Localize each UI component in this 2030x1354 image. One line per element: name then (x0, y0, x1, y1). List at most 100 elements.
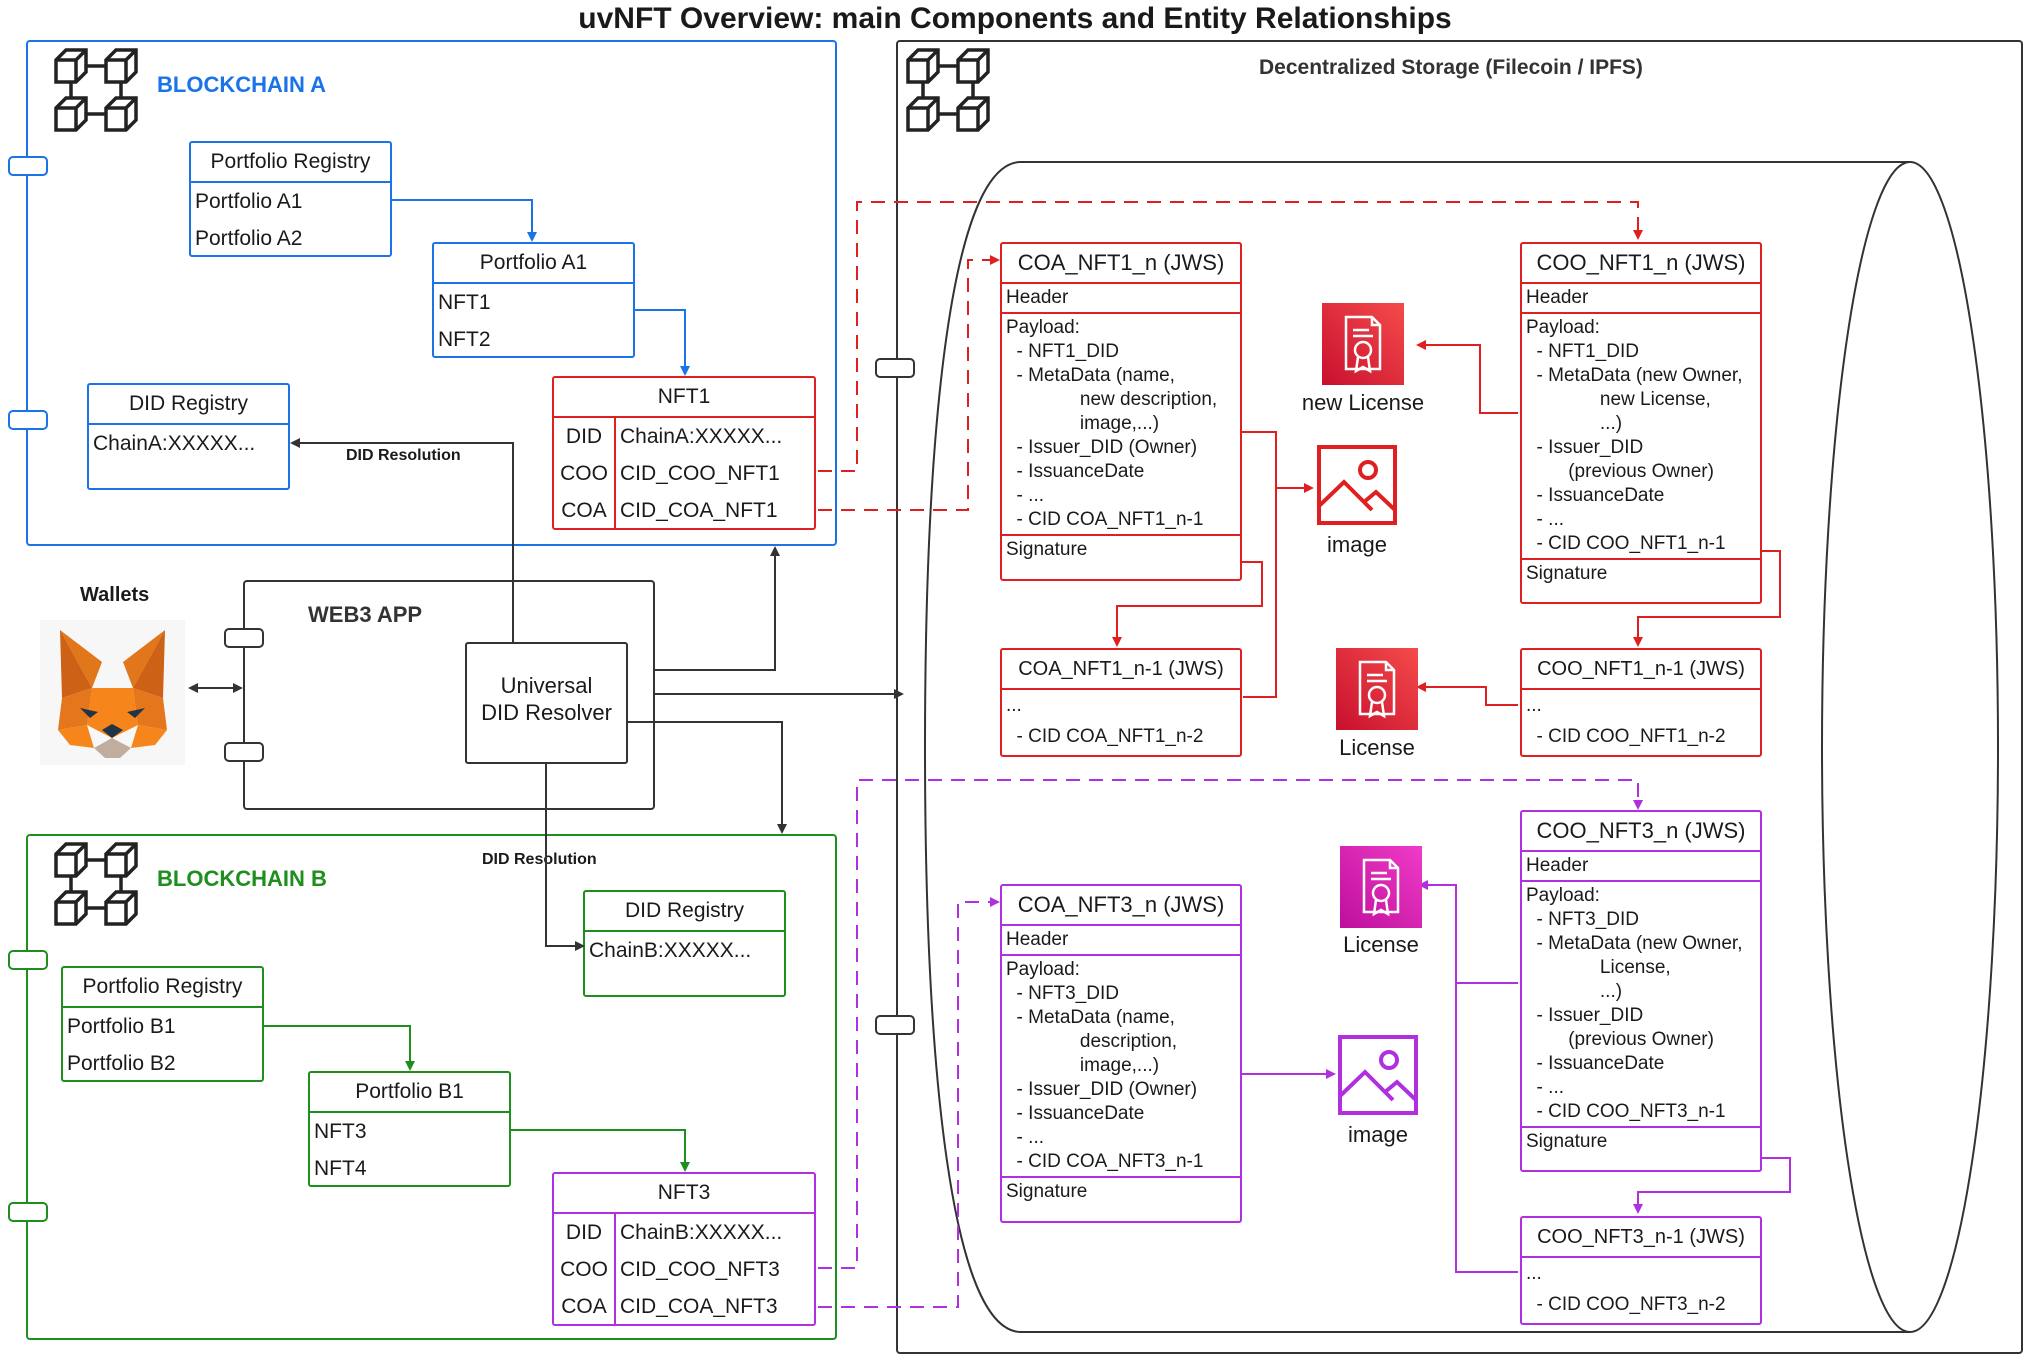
did-resolution-label-top: DID Resolution (346, 447, 461, 464)
list-item: ChainA:XXXXX... (93, 432, 256, 455)
coo-nft3-n1-title: COO_NFT3_n-1 (JWS) (1522, 1218, 1760, 1258)
jws-signature: Signature (1006, 539, 1088, 560)
jws-ellipsis: ... (1526, 695, 1542, 716)
coa-nft1-n-box: COA_NFT1_n (JWS) Header Payload: - NFT1_… (1000, 242, 1242, 581)
web3-app-frame (243, 580, 655, 810)
nft1-title: NFT1 (554, 378, 814, 418)
portfolio-registry-a: Portfolio Registry Portfolio A1 Portfoli… (189, 141, 392, 257)
list-item: NFT1 (438, 291, 491, 314)
coa-nft3-n-title: COA_NFT3_n (JWS) (1002, 886, 1240, 926)
portfolio-a1-title: Portfolio A1 (434, 244, 633, 284)
did-registry-a-title: DID Registry (89, 385, 288, 425)
blockchain-cubes-icon (906, 48, 990, 132)
jws-header: Header (1002, 926, 1240, 956)
license-caption: License (1343, 932, 1419, 957)
frame-connector-tab (8, 1202, 48, 1222)
jws-signature: Signature (1526, 1131, 1608, 1152)
resolver-line-1: Universal (500, 673, 593, 698)
wallets-label: Wallets (80, 584, 150, 606)
coo-nft1-n-title: COO_NFT1_n (JWS) (1522, 244, 1760, 284)
frame-connector-tab (875, 1015, 915, 1035)
jws-payload: Payload: - NFT3_DID - MetaData (name, de… (1002, 956, 1240, 1178)
blockchain-b-label: BLOCKCHAIN B (157, 866, 327, 891)
list-item: NFT2 (438, 328, 491, 351)
diagram-title: uvNFT Overview: main Components and Enti… (578, 2, 1452, 35)
image-caption: image (1327, 532, 1387, 557)
image-icon (1317, 445, 1397, 525)
image-icon (1338, 1035, 1418, 1115)
storage-cylinder (923, 161, 1999, 1333)
frame-connector-tab (875, 358, 915, 378)
coo-nft1-n-box: COO_NFT1_n (JWS) Header Payload: - NFT1_… (1520, 242, 1762, 604)
did-registry-b-title: DID Registry (585, 892, 784, 932)
blockchain-cubes-icon (54, 842, 138, 926)
list-item: ChainB:XXXXX... (589, 939, 752, 962)
jws-cid: - CID COA_NFT1_n-2 (1006, 725, 1204, 747)
did-resolution-label-bottom: DID Resolution (482, 851, 597, 868)
universal-did-resolver: Universal DID Resolver (465, 642, 628, 764)
jws-ellipsis: ... (1006, 695, 1022, 716)
jws-header: Header (1002, 284, 1240, 314)
image-caption: image (1348, 1122, 1408, 1147)
license-caption: License (1339, 735, 1415, 760)
frame-connector-tab (224, 628, 264, 648)
list-item: NFT4 (314, 1157, 367, 1180)
list-item: Portfolio A1 (195, 190, 303, 213)
blockchain-cubes-icon (54, 48, 138, 132)
jws-header: Header (1522, 284, 1760, 314)
did-registry-a: DID Registry ChainA:XXXXX... (87, 383, 290, 490)
coa-nft1-n1-box: COA_NFT1_n-1 (JWS) ... - CID COA_NFT1_n-… (1000, 648, 1242, 757)
license-certificate-icon (1336, 648, 1418, 730)
portfolio-registry-a-title: Portfolio Registry (191, 143, 390, 183)
license-certificate-icon (1340, 846, 1422, 928)
jws-payload: Payload: - NFT3_DID - MetaData (new Owne… (1522, 882, 1760, 1128)
jws-payload: Payload: - NFT1_DID - MetaData (new Owne… (1522, 314, 1760, 560)
portfolio-a1: Portfolio A1 NFT1 NFT2 (432, 242, 635, 358)
jws-header: Header (1522, 852, 1760, 882)
license-certificate-icon (1322, 303, 1404, 385)
coo-nft3-n1-box: COO_NFT3_n-1 (JWS) ... - CID COO_NFT3_n-… (1520, 1216, 1762, 1325)
new-license-caption: new License (1301, 390, 1425, 415)
jws-cid: - CID COO_NFT3_n-2 (1526, 1293, 1726, 1315)
blockchain-b-frame (26, 834, 837, 1340)
jws-cid: - CID COO_NFT1_n-2 (1526, 725, 1726, 747)
resolver-line-2: DID Resolver (481, 700, 612, 725)
nft3-title: NFT3 (554, 1174, 814, 1214)
coo-nft3-n-box: COO_NFT3_n (JWS) Header Payload: - NFT3_… (1520, 810, 1762, 1172)
jws-ellipsis: ... (1526, 1263, 1542, 1284)
portfolio-registry-b: Portfolio Registry Portfolio B1 Portfoli… (61, 966, 264, 1082)
coo-nft3-n-title: COO_NFT3_n (JWS) (1522, 812, 1760, 852)
list-item: Portfolio A2 (195, 227, 303, 250)
coa-nft1-n1-title: COA_NFT1_n-1 (JWS) (1002, 650, 1240, 690)
frame-connector-tab (8, 410, 48, 430)
coo-nft1-n1-title: COO_NFT1_n-1 (JWS) (1522, 650, 1760, 690)
coa-nft3-n-box: COA_NFT3_n (JWS) Header Payload: - NFT3_… (1000, 884, 1242, 1223)
storage-label: Decentralized Storage (Filecoin / IPFS) (1259, 56, 1643, 79)
coa-nft1-n-title: COA_NFT1_n (JWS) (1002, 244, 1240, 284)
blockchain-a-frame (26, 40, 837, 546)
portfolio-b1-title: Portfolio B1 (310, 1073, 509, 1113)
list-item: Portfolio B2 (67, 1052, 176, 1075)
portfolio-b1: Portfolio B1 NFT3 NFT4 (308, 1071, 511, 1187)
jws-payload: Payload: - NFT1_DID - MetaData (name, ne… (1002, 314, 1240, 536)
metamask-fox-icon (40, 620, 185, 765)
jws-signature: Signature (1006, 1181, 1088, 1202)
list-item: NFT3 (314, 1120, 367, 1143)
web3-app-label: WEB3 APP (308, 602, 423, 627)
did-registry-b: DID Registry ChainB:XXXXX... (583, 890, 786, 997)
frame-connector-tab (224, 742, 264, 762)
frame-connector-tab (8, 156, 48, 176)
coo-nft1-n1-box: COO_NFT1_n-1 (JWS) ... - CID COO_NFT1_n-… (1520, 648, 1762, 757)
frame-connector-tab (8, 950, 48, 970)
list-item: Portfolio B1 (67, 1015, 176, 1038)
portfolio-registry-b-title: Portfolio Registry (63, 968, 262, 1008)
blockchain-a-label: BLOCKCHAIN A (157, 72, 327, 97)
